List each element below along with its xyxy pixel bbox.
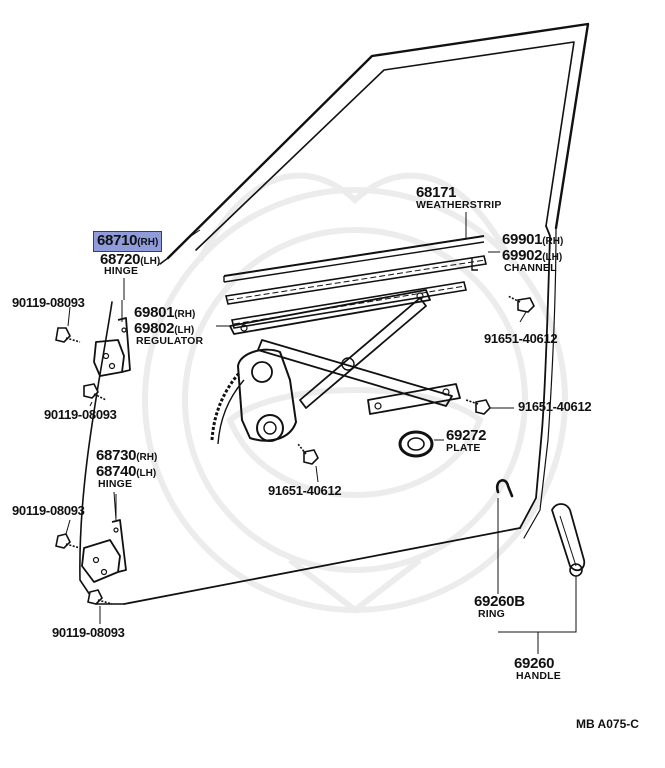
label-ring-number[interactable]: 69260B bbox=[474, 593, 525, 610]
label-weatherstrip-number[interactable]: 68171 bbox=[416, 184, 457, 201]
label-hinge-upper-lh[interactable]: 68720(LH) bbox=[100, 252, 160, 268]
label-plate-number[interactable]: 69272 bbox=[446, 427, 487, 444]
bolt-regulator-bottom-part bbox=[297, 443, 319, 465]
side-indicator: (LH) bbox=[542, 252, 563, 263]
bolt-hinge-1-part bbox=[55, 327, 81, 343]
label-hinge-lower-rh[interactable]: 68730(RH) bbox=[96, 448, 157, 464]
upper-hinge-part bbox=[93, 300, 131, 377]
part-number: 69901 bbox=[502, 231, 543, 248]
label-regulator-name: REGULATOR bbox=[136, 335, 204, 347]
part-number: 69801 bbox=[134, 304, 175, 321]
door-frame bbox=[79, 22, 590, 605]
part-number: 68730 bbox=[96, 447, 137, 464]
part-number: 69802 bbox=[134, 320, 175, 337]
bolt-hinge-4-part bbox=[87, 589, 113, 605]
leader-lines bbox=[65, 212, 577, 654]
part-number: 68740 bbox=[96, 463, 137, 480]
part-number: 69902 bbox=[502, 247, 543, 264]
side-indicator: (LH) bbox=[136, 468, 157, 479]
label-bolt-hinge-1[interactable]: 90119-08093 bbox=[12, 295, 85, 310]
diagram-code: MB A075-C bbox=[576, 717, 639, 731]
bolt-channel-part bbox=[507, 295, 535, 313]
side-indicator: (RH) bbox=[137, 237, 159, 248]
label-hinge-lower-name: HINGE bbox=[98, 478, 133, 490]
plate-part bbox=[398, 430, 434, 458]
label-ring-name: RING bbox=[478, 608, 506, 620]
label-handle-name: HANDLE bbox=[516, 670, 561, 682]
label-bolt-hinge-3[interactable]: 90119-08093 bbox=[12, 503, 85, 518]
label-bolt-regulator-bottom[interactable]: 91651-40612 bbox=[268, 483, 342, 498]
weatherstrip-part bbox=[223, 235, 485, 283]
label-bolt-regulator-right[interactable]: 91651-40612 bbox=[518, 399, 592, 414]
label-handle-number[interactable]: 69260 bbox=[514, 655, 555, 672]
regulator-part bbox=[210, 289, 461, 445]
label-bolt-channel[interactable]: 91651-40612 bbox=[484, 331, 558, 346]
label-channel-rh[interactable]: 69901(RH) bbox=[502, 232, 563, 248]
side-indicator: (LH) bbox=[140, 256, 161, 267]
side-indicator: (LH) bbox=[174, 325, 195, 336]
part-number: 68720 bbox=[100, 251, 141, 268]
ring-part bbox=[495, 479, 514, 498]
label-hinge-upper-name: HINGE bbox=[104, 265, 139, 277]
label-bolt-hinge-4[interactable]: 90119-08093 bbox=[52, 625, 125, 640]
label-hinge-lower-lh[interactable]: 68740(LH) bbox=[96, 464, 156, 480]
label-channel-lh[interactable]: 69902(LH) bbox=[502, 248, 562, 264]
channel-part bbox=[225, 255, 487, 329]
bolt-hinge-3-part bbox=[55, 533, 81, 549]
part-number: 68710 bbox=[97, 232, 138, 249]
label-regulator-rh[interactable]: 69801(RH) bbox=[134, 305, 195, 321]
bolt-regulator-right-part bbox=[465, 399, 491, 415]
label-channel-name: CHANNEL bbox=[504, 262, 557, 274]
side-indicator: (RH) bbox=[542, 236, 564, 247]
label-regulator-lh[interactable]: 69802(LH) bbox=[134, 321, 194, 337]
label-weatherstrip-name: WEATHERSTRIP bbox=[416, 199, 502, 211]
watermark-emblem bbox=[142, 172, 568, 614]
lower-hinge-part bbox=[81, 494, 127, 583]
handle-part bbox=[551, 503, 586, 577]
label-hinge-upper-rh[interactable]: 68710(RH) bbox=[92, 231, 163, 252]
side-indicator: (RH) bbox=[174, 309, 196, 320]
label-plate-name: PLATE bbox=[446, 442, 481, 454]
label-bolt-hinge-2[interactable]: 90119-08093 bbox=[44, 407, 117, 422]
side-indicator: (RH) bbox=[136, 452, 158, 463]
bolt-hinge-2-part bbox=[83, 383, 107, 401]
